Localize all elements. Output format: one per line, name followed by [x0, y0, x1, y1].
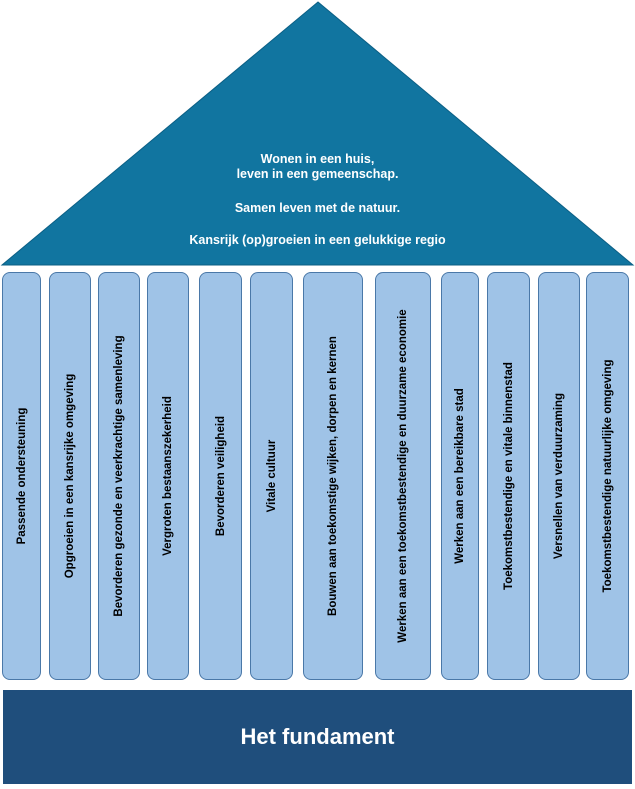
pillar-7: Bouwen aan toekomstige wijken, dorpen en… — [303, 272, 363, 680]
pillar-11-label: Versnellen van verduurzaming — [553, 392, 565, 560]
pillar-12-label: Toekomstbestendige natuurlijke omgeving — [601, 359, 614, 593]
pillar-2-label: Opgroeien in een kansrijke omgeving — [64, 373, 76, 579]
pillar-10: Toekomstbestendige en vitale binnenstad — [487, 272, 530, 680]
pillar-6: Vitale cultuur — [250, 272, 293, 680]
pillar-5: Bevorderen veiligheid — [199, 272, 242, 680]
roof — [0, 1, 635, 266]
pillar-11: Versnellen van verduurzaming — [538, 272, 580, 680]
pillar-3: Bevorderen gezonde en veerkrachtige same… — [98, 272, 140, 680]
pillar-12: Toekomstbestendige natuurlijke omgeving — [586, 272, 629, 680]
pillar-8: Werken aan een toekomstbestendige en duu… — [375, 272, 431, 680]
pillar-9-label: Werken aan een bereikbare stad — [454, 388, 466, 564]
pillar-4-label: Vergroten bestaanszekerheid — [162, 396, 174, 556]
pillar-2: Opgroeien in een kansrijke omgeving — [49, 272, 91, 680]
foundation-label: Het fundament — [240, 724, 395, 749]
roof-triangle — [0, 1, 635, 266]
pillar-9: Werken aan een bereikbare stad — [441, 272, 479, 680]
pillar-5-label: Bevorderen veiligheid — [214, 415, 227, 537]
pillar-1-label: Passende ondersteuning — [15, 407, 28, 545]
pillar-8-label: Werken aan een toekomstbestendige en duu… — [397, 309, 409, 643]
roof-line-4: Kansrijk (op)groeien in een gelukkige re… — [189, 233, 446, 247]
pillar-4: Vergroten bestaanszekerheid — [147, 272, 189, 680]
foundation: Het fundament — [3, 690, 632, 784]
roof-line-3: Samen leven met de natuur. — [234, 201, 401, 215]
pillar-1: Passende ondersteuning — [2, 272, 41, 680]
pillar-10-label: Toekomstbestendige en vitale binnenstad — [502, 362, 515, 590]
roof-line-2: leven in een gemeenschap. — [236, 167, 399, 181]
pillar-7-label: Bouwen aan toekomstige wijken, dorpen en… — [327, 336, 339, 616]
roof-line-1: Wonen in een huis, — [260, 152, 375, 166]
pillar-6-label: Vitale cultuur — [265, 439, 278, 513]
pillar-3-label: Bevorderen gezonde en veerkrachtige same… — [113, 335, 125, 617]
